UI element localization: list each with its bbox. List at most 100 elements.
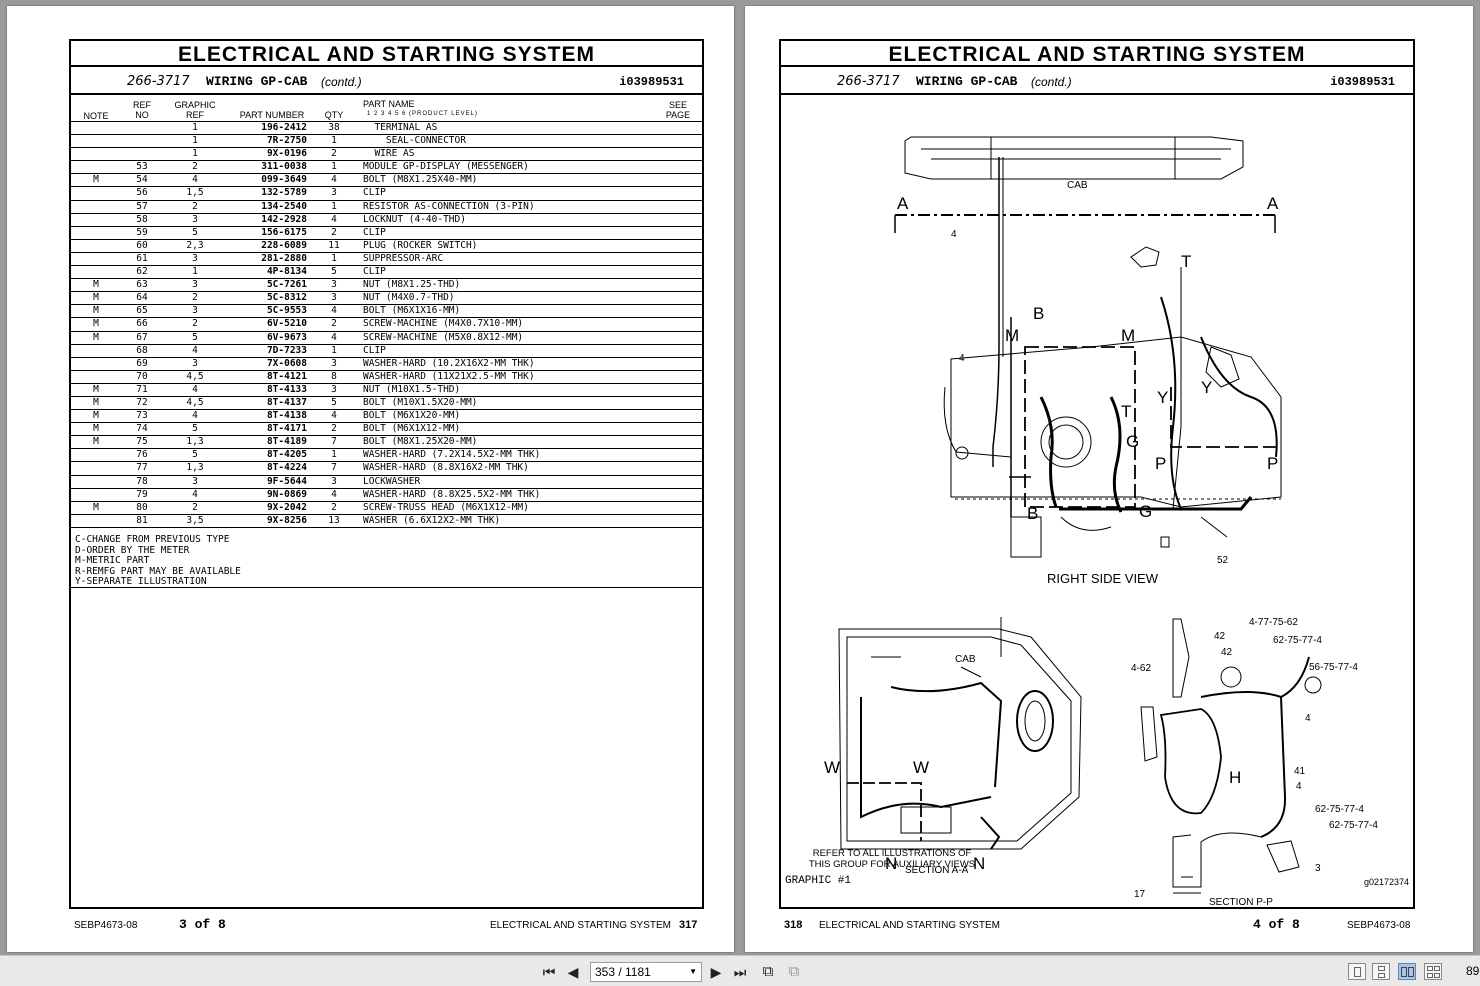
cell-qty: 3 bbox=[331, 357, 337, 369]
cell-part-name: CLIP bbox=[363, 266, 386, 278]
cell-qty: 7 bbox=[331, 462, 337, 474]
cell-part-number: 196-2412 bbox=[261, 122, 307, 133]
callout-p-right: P bbox=[1267, 454, 1278, 473]
cell-qty: 1 bbox=[331, 135, 337, 147]
next-page-icon[interactable]: ▶ bbox=[710, 964, 722, 980]
cell-graphic-ref: 3 bbox=[192, 252, 198, 264]
right-side-view-drawing bbox=[894, 136, 1282, 558]
cell-part-number: 142-2928 bbox=[261, 213, 307, 225]
cell-graphic-ref: 4,5 bbox=[186, 370, 204, 382]
two-page-view-button[interactable] bbox=[1398, 963, 1416, 980]
callout-g-top: G bbox=[1126, 432, 1139, 451]
section-aa-title: SECTION A-A bbox=[905, 865, 969, 876]
cell-note: M bbox=[93, 292, 99, 304]
cell-part-number: 5C-9553 bbox=[266, 305, 307, 317]
cell-part-number: 228-6089 bbox=[261, 239, 307, 251]
cell-part-number: 134-2540 bbox=[261, 200, 307, 212]
callout-41: 41 bbox=[1294, 766, 1306, 777]
cell-ref-no: 66 bbox=[136, 318, 148, 330]
callout-g-bottom: G bbox=[1139, 502, 1152, 521]
cell-ref-no: 74 bbox=[136, 423, 148, 435]
cell-graphic-ref: 3 bbox=[192, 213, 198, 225]
chevron-down-icon[interactable]: ▼ bbox=[689, 967, 697, 976]
legend-item: R-REMFG PART MAY BE AVAILABLE bbox=[75, 565, 241, 577]
group-heading: 266-3717 WIRING GP-CAB (contd.) i0398953… bbox=[71, 69, 702, 95]
header-ref-bottom: NO bbox=[135, 110, 149, 120]
cell-part-number: 5C-7261 bbox=[266, 279, 307, 291]
cell-part-number: 5C-8312 bbox=[266, 292, 307, 304]
callout-4: 4 bbox=[959, 353, 965, 364]
cell-part-name: WIRE AS bbox=[363, 148, 415, 160]
cell-qty: 4 bbox=[331, 305, 337, 317]
cell-ref-no: 78 bbox=[136, 475, 148, 487]
cell-part-name: LOCKWASHER bbox=[363, 475, 421, 487]
last-page-icon[interactable]: ⏭ bbox=[733, 964, 747, 980]
cell-ref-no: 65 bbox=[136, 305, 148, 317]
single-page-view-button[interactable] bbox=[1348, 963, 1366, 980]
cell-graphic-ref: 4,5 bbox=[186, 396, 204, 408]
cell-ref-no: 54 bbox=[136, 174, 148, 186]
callout-a-left: A bbox=[897, 194, 909, 213]
zoom-level[interactable]: 89 bbox=[1466, 964, 1480, 978]
cell-graphic-ref: 1,5 bbox=[186, 187, 204, 199]
header-graphic-bottom: REF bbox=[186, 110, 204, 120]
footer-section: ELECTRICAL AND STARTING SYSTEM bbox=[819, 920, 1000, 931]
prev-page-icon[interactable]: ◀ bbox=[567, 964, 579, 980]
callout-42: 42 bbox=[1214, 631, 1226, 642]
cell-part-name: BOLT (M6X1X20-MM) bbox=[363, 410, 461, 422]
callout-4: 4 bbox=[1296, 781, 1302, 792]
cell-part-number: 8T-4133 bbox=[266, 383, 307, 395]
cell-part-number: 7R-2750 bbox=[266, 135, 307, 147]
first-page-icon[interactable]: ⏮ bbox=[542, 964, 556, 980]
callout-w-left: W bbox=[824, 758, 840, 777]
two-page-continuous-button[interactable] bbox=[1424, 963, 1442, 980]
callout-m-left: M bbox=[1005, 326, 1019, 345]
group-number: 266-3717 bbox=[837, 74, 900, 89]
cell-ref-no: 63 bbox=[136, 279, 148, 291]
rotate-view-icon[interactable]: ⧉ bbox=[762, 963, 774, 980]
cell-qty: 2 bbox=[331, 226, 337, 238]
cell-qty: 5 bbox=[331, 396, 337, 408]
page-317: ELECTRICAL AND STARTING SYSTEM 266-3717 … bbox=[7, 6, 734, 952]
cell-graphic-ref: 1 bbox=[192, 266, 198, 278]
system-title: ELECTRICAL AND STARTING SYSTEM bbox=[71, 41, 702, 67]
cell-qty: 2 bbox=[331, 501, 337, 513]
callout-4: 4 bbox=[1305, 713, 1311, 724]
cell-part-number: 8T-4138 bbox=[266, 410, 307, 422]
cell-qty: 4 bbox=[331, 331, 337, 343]
cell-part-name: BOLT (M10X1.5X20-MM) bbox=[363, 396, 478, 408]
system-title: ELECTRICAL AND STARTING SYSTEM bbox=[781, 41, 1413, 67]
page-number-input[interactable]: 353 / 1181 ▼ bbox=[590, 962, 702, 982]
cell-note: M bbox=[93, 174, 99, 186]
cell-part-name: SCREW-MACHINE (M5X0.8X12-MM) bbox=[363, 331, 524, 343]
part-callouts: 4 4 52 42 42 4-77-75-62 62-75-77-4 4-62 … bbox=[951, 180, 1378, 900]
cell-qty: 3 bbox=[331, 292, 337, 304]
document-viewport[interactable]: ELECTRICAL AND STARTING SYSTEM 266-3717 … bbox=[0, 0, 1480, 955]
cell-ref-no: 59 bbox=[136, 226, 148, 238]
cell-graphic-ref: 5 bbox=[192, 331, 198, 343]
cell-note: M bbox=[93, 396, 99, 408]
group-contd: (contd.) bbox=[1031, 75, 1072, 89]
footer-page-of: 3 of 8 bbox=[179, 917, 226, 932]
cell-part-name: NUT (M4X0.7-THD) bbox=[363, 292, 455, 304]
cell-part-name: WASHER (6.6X12X2-MM THK) bbox=[363, 514, 501, 526]
cell-ref-no: 73 bbox=[136, 410, 148, 422]
continuous-view-button[interactable] bbox=[1372, 963, 1390, 980]
section-pp-title: SECTION P-P bbox=[1209, 897, 1273, 907]
cell-ref-no: 81 bbox=[136, 514, 148, 526]
cell-qty: 3 bbox=[331, 187, 337, 199]
cell-note: M bbox=[93, 423, 99, 435]
group-name: WIRING GP-CAB bbox=[206, 74, 308, 89]
legend-item: M-METRIC PART bbox=[75, 555, 150, 566]
copy-view-icon[interactable]: ⧉ bbox=[788, 963, 800, 980]
cell-part-number: 9F-5644 bbox=[266, 475, 307, 487]
cell-graphic-ref: 1,3 bbox=[186, 436, 204, 448]
